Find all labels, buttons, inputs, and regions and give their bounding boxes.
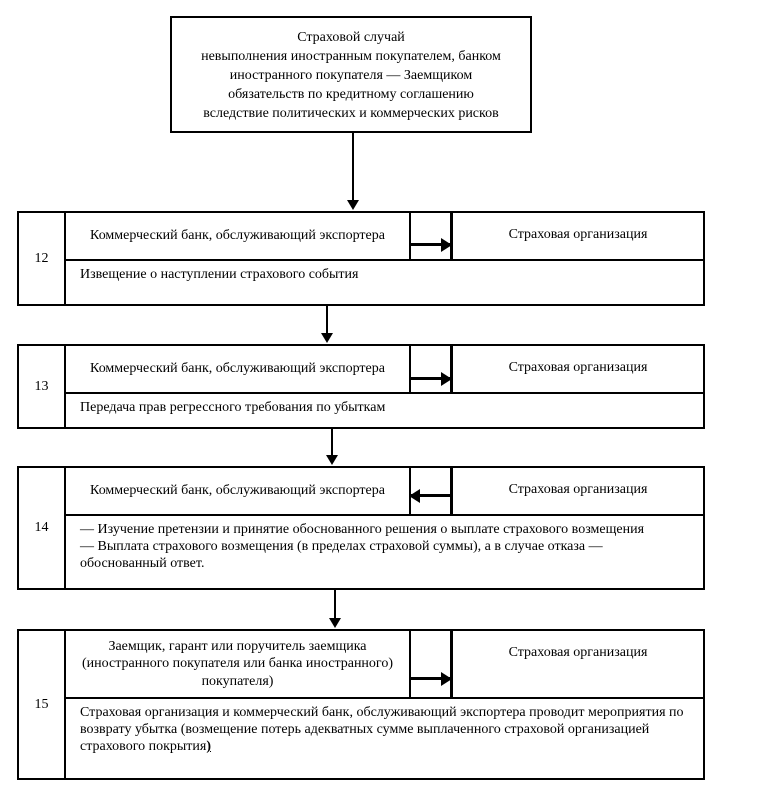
left-party-box: Коммерческий банк, обслуживающий экспорт… bbox=[66, 213, 411, 259]
transfer-arrow-right-icon bbox=[411, 672, 452, 686]
left-party-box: Коммерческий банк, обслуживающий экспорт… bbox=[66, 468, 411, 514]
insured-event-line: невыполнения иностранным покупателем, ба… bbox=[201, 49, 501, 64]
right-party-box: Страховая организация bbox=[508, 482, 648, 497]
insured-event-line: иностранного покупателя — Заемщиком bbox=[229, 68, 473, 83]
message-box: — Изучение претензии и принятие обоснова… bbox=[66, 516, 703, 588]
flow-arrow-down-icon bbox=[326, 429, 338, 465]
party-row: Коммерческий банк, обслуживающий экспорт… bbox=[66, 468, 703, 516]
transfer-cell bbox=[411, 346, 453, 392]
transfer-cell bbox=[409, 468, 453, 514]
flow-arrow-down-icon bbox=[329, 590, 341, 628]
step-block-13: 13 Коммерческий банк, обслуживающий эксп… bbox=[17, 344, 705, 429]
insured-event-line: вследствие политических и коммерческих р… bbox=[203, 106, 499, 121]
step-block-14: 14 Коммерческий банк, обслуживающий эксп… bbox=[17, 466, 705, 590]
step-number: 15 bbox=[19, 631, 66, 778]
left-party-box: Заемщик, гарант или поручитель заемщика … bbox=[66, 631, 411, 697]
message-line: — Выплата страхового возмещения (в преде… bbox=[80, 539, 603, 572]
message-box: Извещение о наступлении страхового событ… bbox=[80, 267, 359, 282]
flow-arrow-down-icon bbox=[321, 306, 333, 343]
transfer-arrow-right-icon bbox=[411, 238, 452, 252]
message-box: Передача прав регрессного требования по … bbox=[80, 400, 386, 415]
step-number: 14 bbox=[19, 468, 66, 588]
step-block-15: 15 Заемщик, гарант или поручитель заемщи… bbox=[17, 629, 705, 780]
transfer-arrow-left-icon bbox=[409, 489, 450, 503]
insured-event-box: Страховой случай невыполнения иностранны… bbox=[170, 16, 532, 133]
insured-event-line: обязательств по кредитному соглашению bbox=[228, 87, 474, 102]
insured-event-line: Страховой случай bbox=[297, 30, 405, 45]
right-party-box: Страховая организация bbox=[508, 645, 648, 660]
transfer-cell bbox=[411, 213, 453, 259]
transfer-arrow-right-icon bbox=[411, 372, 452, 386]
left-party-box: Коммерческий банк, обслуживающий экспорт… bbox=[66, 346, 411, 392]
message-text: Страховая организация и коммерческий бан… bbox=[80, 705, 684, 755]
flow-arrow-down-icon bbox=[347, 133, 359, 210]
right-party-box: Страховая организация bbox=[508, 227, 648, 242]
transfer-cell bbox=[411, 631, 453, 697]
message-box: Страховая организация и коммерческий бан… bbox=[66, 699, 703, 778]
party-row: Коммерческий банк, обслуживающий экспорт… bbox=[66, 346, 703, 394]
step-number: 12 bbox=[19, 213, 66, 304]
message-suffix: ) bbox=[206, 739, 212, 755]
step-number: 13 bbox=[19, 346, 66, 427]
message-line: — Изучение претензии и принятие обоснова… bbox=[80, 522, 645, 537]
right-party-box: Страховая организация bbox=[508, 360, 648, 375]
step-block-12: 12 Коммерческий банк, обслуживающий эксп… bbox=[17, 211, 705, 306]
party-row: Коммерческий банк, обслуживающий экспорт… bbox=[66, 213, 703, 261]
party-row: Заемщик, гарант или поручитель заемщика … bbox=[66, 631, 703, 699]
